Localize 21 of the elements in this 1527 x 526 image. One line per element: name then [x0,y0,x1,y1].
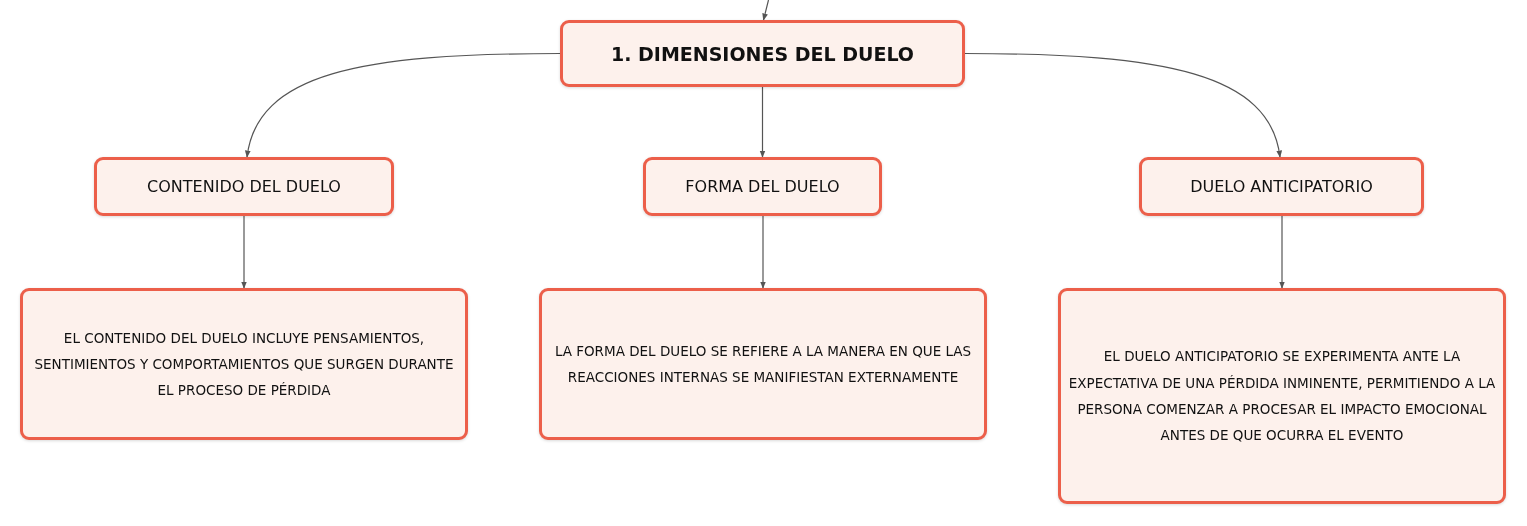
connector-arrow [762,0,770,21]
node-text: EL CONTENIDO DEL DUELO INCLUYE PENSAMIENTOS, SENTIMIENTOS Y COMPORTAMIENTOS QUE SURGEN DURANTE EL PROCESO DE PÉRDIDA [33,328,455,401]
topic-box [560,20,965,87]
node-text: CONTENIDO DEL DUELO [147,177,341,196]
subtopic-box [643,157,882,216]
description-box [539,288,987,440]
connector-arrow [760,215,766,289]
subtopic-box [1139,157,1424,216]
node-text: 1. DIMENSIONES DEL DUELO [611,42,914,65]
connector-arrow [759,86,766,158]
node-text: EL DUELO ANTICIPATORIO SE EXPERIMENTA ANTE LA EXPECTATIVA DE UNA PÉRDIDA INMINENTE, PERMITIENDO A LA PERSONA COMENZAR A PROCESAR EL IMPACTO EMOCIONAL ANTES DE QUE OCURRA EL EVENTO [1067,347,1497,446]
connector-arrow [964,52,1282,158]
description-box [20,288,468,440]
node-text: LA FORMA DEL DUELO SE REFIERE A LA MANERA EN QUE LAS REACCIONES INTERNAS SE MANIFIESTAN EXTERNAMENTE [553,341,973,387]
connector-arrow [1279,215,1285,289]
node-text: DUELO ANTICIPATORIO [1190,177,1373,196]
connector-arrow [241,215,247,289]
connector-arrow [245,52,561,158]
node-text: FORMA DEL DUELO [685,177,840,196]
description-box [1058,288,1506,504]
subtopic-box [94,157,394,216]
